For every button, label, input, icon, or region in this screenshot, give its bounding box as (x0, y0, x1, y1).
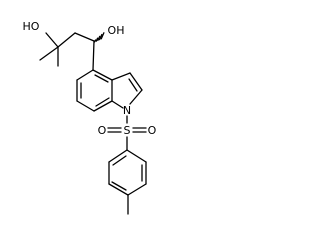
bond-t1-t2 (126, 149, 147, 163)
label-ho: HO (23, 20, 40, 33)
bond-c6-c7 (76, 100, 95, 112)
bond-c4-c5 (76, 69, 94, 81)
bond-c3a-c4 (92, 69, 113, 81)
bond-c7-c7a-inner (95, 97, 110, 107)
bond-t6-t1 (108, 149, 128, 163)
bond-c7-c7a (93, 100, 113, 112)
label-o-left: O (98, 124, 107, 137)
bond-chiral-c4 (92, 40, 95, 71)
bond-t3-t4 (127, 183, 147, 196)
indole-pyrrole-ring (111, 72, 143, 109)
label-s: S (124, 124, 131, 137)
molecule-structure: HO OH N S O O (23, 20, 157, 215)
bond-c3-c2-inner (128, 78, 138, 92)
label-oh: OH (108, 24, 125, 37)
sulfonyl-group (107, 115, 147, 151)
bond-t6-t1-inner (112, 155, 127, 166)
bond-c3a-c4-inner (94, 74, 109, 83)
bond-cq-methyl1 (39, 46, 59, 61)
bond-t4-t5-inner (111, 181, 127, 191)
bond-c3-c2 (129, 72, 143, 91)
label-n: N (123, 104, 131, 117)
side-chain (39, 32, 95, 71)
indole-benzene-ring (76, 69, 113, 112)
stereo-hash-bond (93, 32, 105, 43)
bond-c3a-c3 (111, 72, 131, 81)
bond-cq-oh (45, 32, 59, 48)
bond-c2-n (129, 89, 143, 105)
bond-cq-ch2 (57, 32, 76, 48)
atom-labels: HO OH N S O O (23, 20, 157, 137)
bond-t4-t5 (108, 183, 129, 196)
label-o-right: O (148, 124, 157, 137)
tolyl-ring (108, 149, 147, 215)
bond-ch2-chiral (74, 32, 95, 42)
bond-n-c7a (111, 100, 124, 109)
